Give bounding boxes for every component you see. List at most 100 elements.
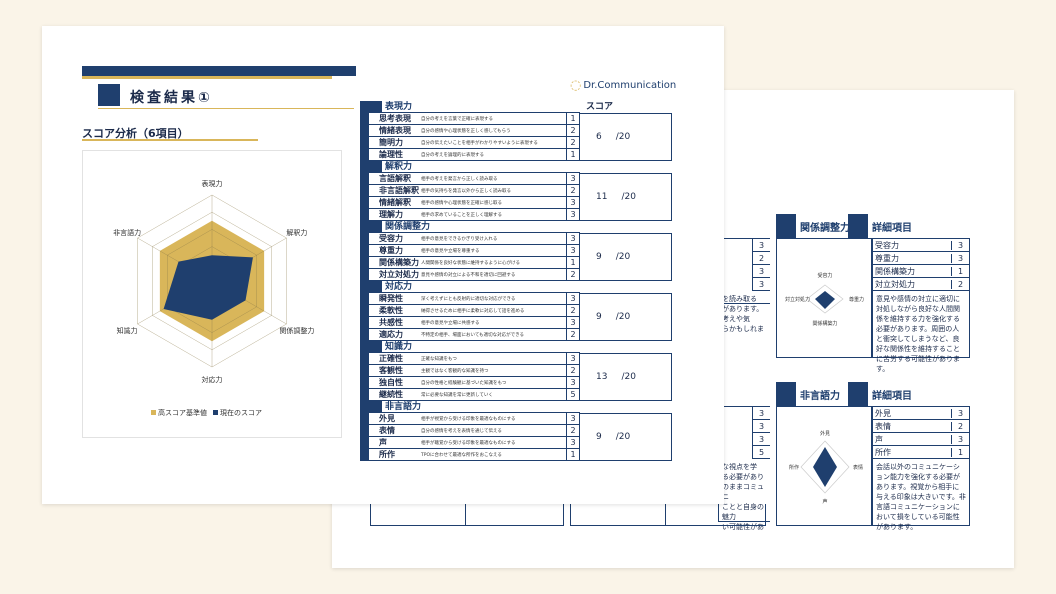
total-score: 11 <box>596 192 608 202</box>
item-name: 言語解釈 <box>379 174 411 183</box>
total-max: /20 <box>615 312 631 322</box>
partial-desc-top: を読み取る があります。 考えや気 らかもしれま <box>722 295 764 333</box>
partial-table-top: 3 2 3 3 を読み取る があります。 考えや気 らかもしれま <box>718 238 770 333</box>
item-name: 所作 <box>379 450 395 459</box>
score-header-blank <box>580 401 672 413</box>
item-description: 常に必要な知識を常に更新していく <box>421 392 493 398</box>
panel1-mini-radar: 受容力 尊重力 関係構築力 対立対処力 <box>785 272 864 327</box>
item-description: 相手の感情や心理状態を正確に感じ取る <box>421 200 502 206</box>
score-header-blank <box>580 161 672 173</box>
item-name: 正確性 <box>379 354 403 363</box>
item-description: 相手の意見や立場に共感する <box>421 320 480 326</box>
item-description: 相手の意見や立場を尊重する <box>421 248 480 254</box>
partial-value: 3 <box>758 408 765 418</box>
panel1-header-box <box>776 214 796 238</box>
score-header-blank <box>580 341 672 353</box>
item-name: 独自性 <box>379 378 403 387</box>
item-description: 自分の考えを論理的に表現する <box>421 152 484 158</box>
total-max: /20 <box>621 372 636 382</box>
legend-label: 高スコア基準値 <box>158 408 207 417</box>
title-marker <box>98 84 120 106</box>
section-subtitle: スコア分析（6項目） <box>82 127 189 140</box>
item-name: 理解力 <box>379 210 403 219</box>
radar-chart: 表現力解釈力関係調整力対応力知識力非言語力高スコア基準値現在のスコア <box>113 179 314 417</box>
item-description: TPOに合わせて最適な所作をおこなえる <box>421 452 502 458</box>
item-score: 2 <box>566 304 580 317</box>
category-header: 知識力 <box>360 341 672 353</box>
table-row: 柔軟性 納得させるために相手に柔軟に対応して話を進める 2 <box>369 304 580 317</box>
item-score: 5 <box>566 388 580 401</box>
title-underline <box>98 108 354 109</box>
category-name: 非言語力 <box>382 401 580 413</box>
panel2-description: 会話以外のコミュニケーション能力を強化する必要があります。視覚から相手に与える印… <box>876 463 966 531</box>
item-name: 簡明力 <box>379 138 403 147</box>
panel1-header: 関係調整力 <box>776 214 850 238</box>
axis-label: 表現力 <box>202 179 223 188</box>
series-area-current <box>163 255 253 320</box>
item-name: 表情 <box>379 426 395 435</box>
item-description: 自分の感情や心理状態を正しく感してもらう <box>421 128 511 134</box>
category-name: 知識力 <box>382 341 580 353</box>
table-row: 理解力 相手の求めていることを正しく理解する 3 <box>369 208 580 221</box>
panel1-description: 意見や感情の対立に適切に対処しながら良好な人間関係を維持する力を強化する必要があ… <box>876 295 960 373</box>
category-sidebar <box>360 233 368 281</box>
item-score: 3 <box>566 208 580 221</box>
panel1-mini-label: 対立対処力 <box>785 296 810 303</box>
item-score: 3 <box>566 292 580 305</box>
panel2-mini-chart: 外見 表情 声 所作 <box>776 406 872 526</box>
item-score: 2 <box>566 424 580 437</box>
category-total: 13/20 <box>580 353 672 401</box>
total-max: /20 <box>615 432 631 442</box>
panel2-header: 非言語力 <box>776 382 840 406</box>
item-name: 柔軟性 <box>379 306 403 315</box>
category-marker <box>360 281 382 293</box>
panel2-detail-box <box>848 382 868 406</box>
panel1-detail-header: 詳細項目 <box>848 214 912 238</box>
category-marker <box>360 401 382 413</box>
item-description: 相手の求めていることを正しく理解する <box>421 212 502 218</box>
axis-label: 非言語力 <box>113 228 141 237</box>
item-name: 対立対処力 <box>379 270 419 279</box>
item-name: 共感性 <box>379 318 403 327</box>
panel1-mini-label: 受容力 <box>817 272 832 279</box>
item-description: 相手が視覚から受ける印象を最適なものにする <box>421 416 516 422</box>
item-description: 相手の気持ちを発言以外から正しく読み取る <box>421 188 511 194</box>
panel2-mini-radar: 外見 表情 声 所作 <box>789 430 863 505</box>
category-marker <box>360 221 382 233</box>
category-sidebar <box>360 293 368 341</box>
item-name: 情緒表現 <box>379 126 411 135</box>
item-description: 深く考えずにとも反射的に適切な対応ができる <box>421 296 516 302</box>
panel2-detail-header: 詳細項目 <box>848 382 912 406</box>
item-score: 3 <box>566 436 580 449</box>
legend-swatch <box>151 410 156 415</box>
panel2-header-box <box>776 382 796 406</box>
category-header: 対応力 <box>360 281 672 293</box>
item-description: 納得させるために相手に柔軟に対応して話を進める <box>421 308 525 314</box>
logo: ◌ Dr.Communication <box>570 78 676 93</box>
category-name: 解釈力 <box>382 161 580 173</box>
header-bar <box>82 66 356 76</box>
axis-label: 対応力 <box>202 375 223 384</box>
partial-value: 3 <box>758 434 765 444</box>
category-header: 関係調整力 <box>360 221 672 233</box>
bottom-strip-left <box>370 504 564 526</box>
item-name: 継続性 <box>379 390 403 399</box>
